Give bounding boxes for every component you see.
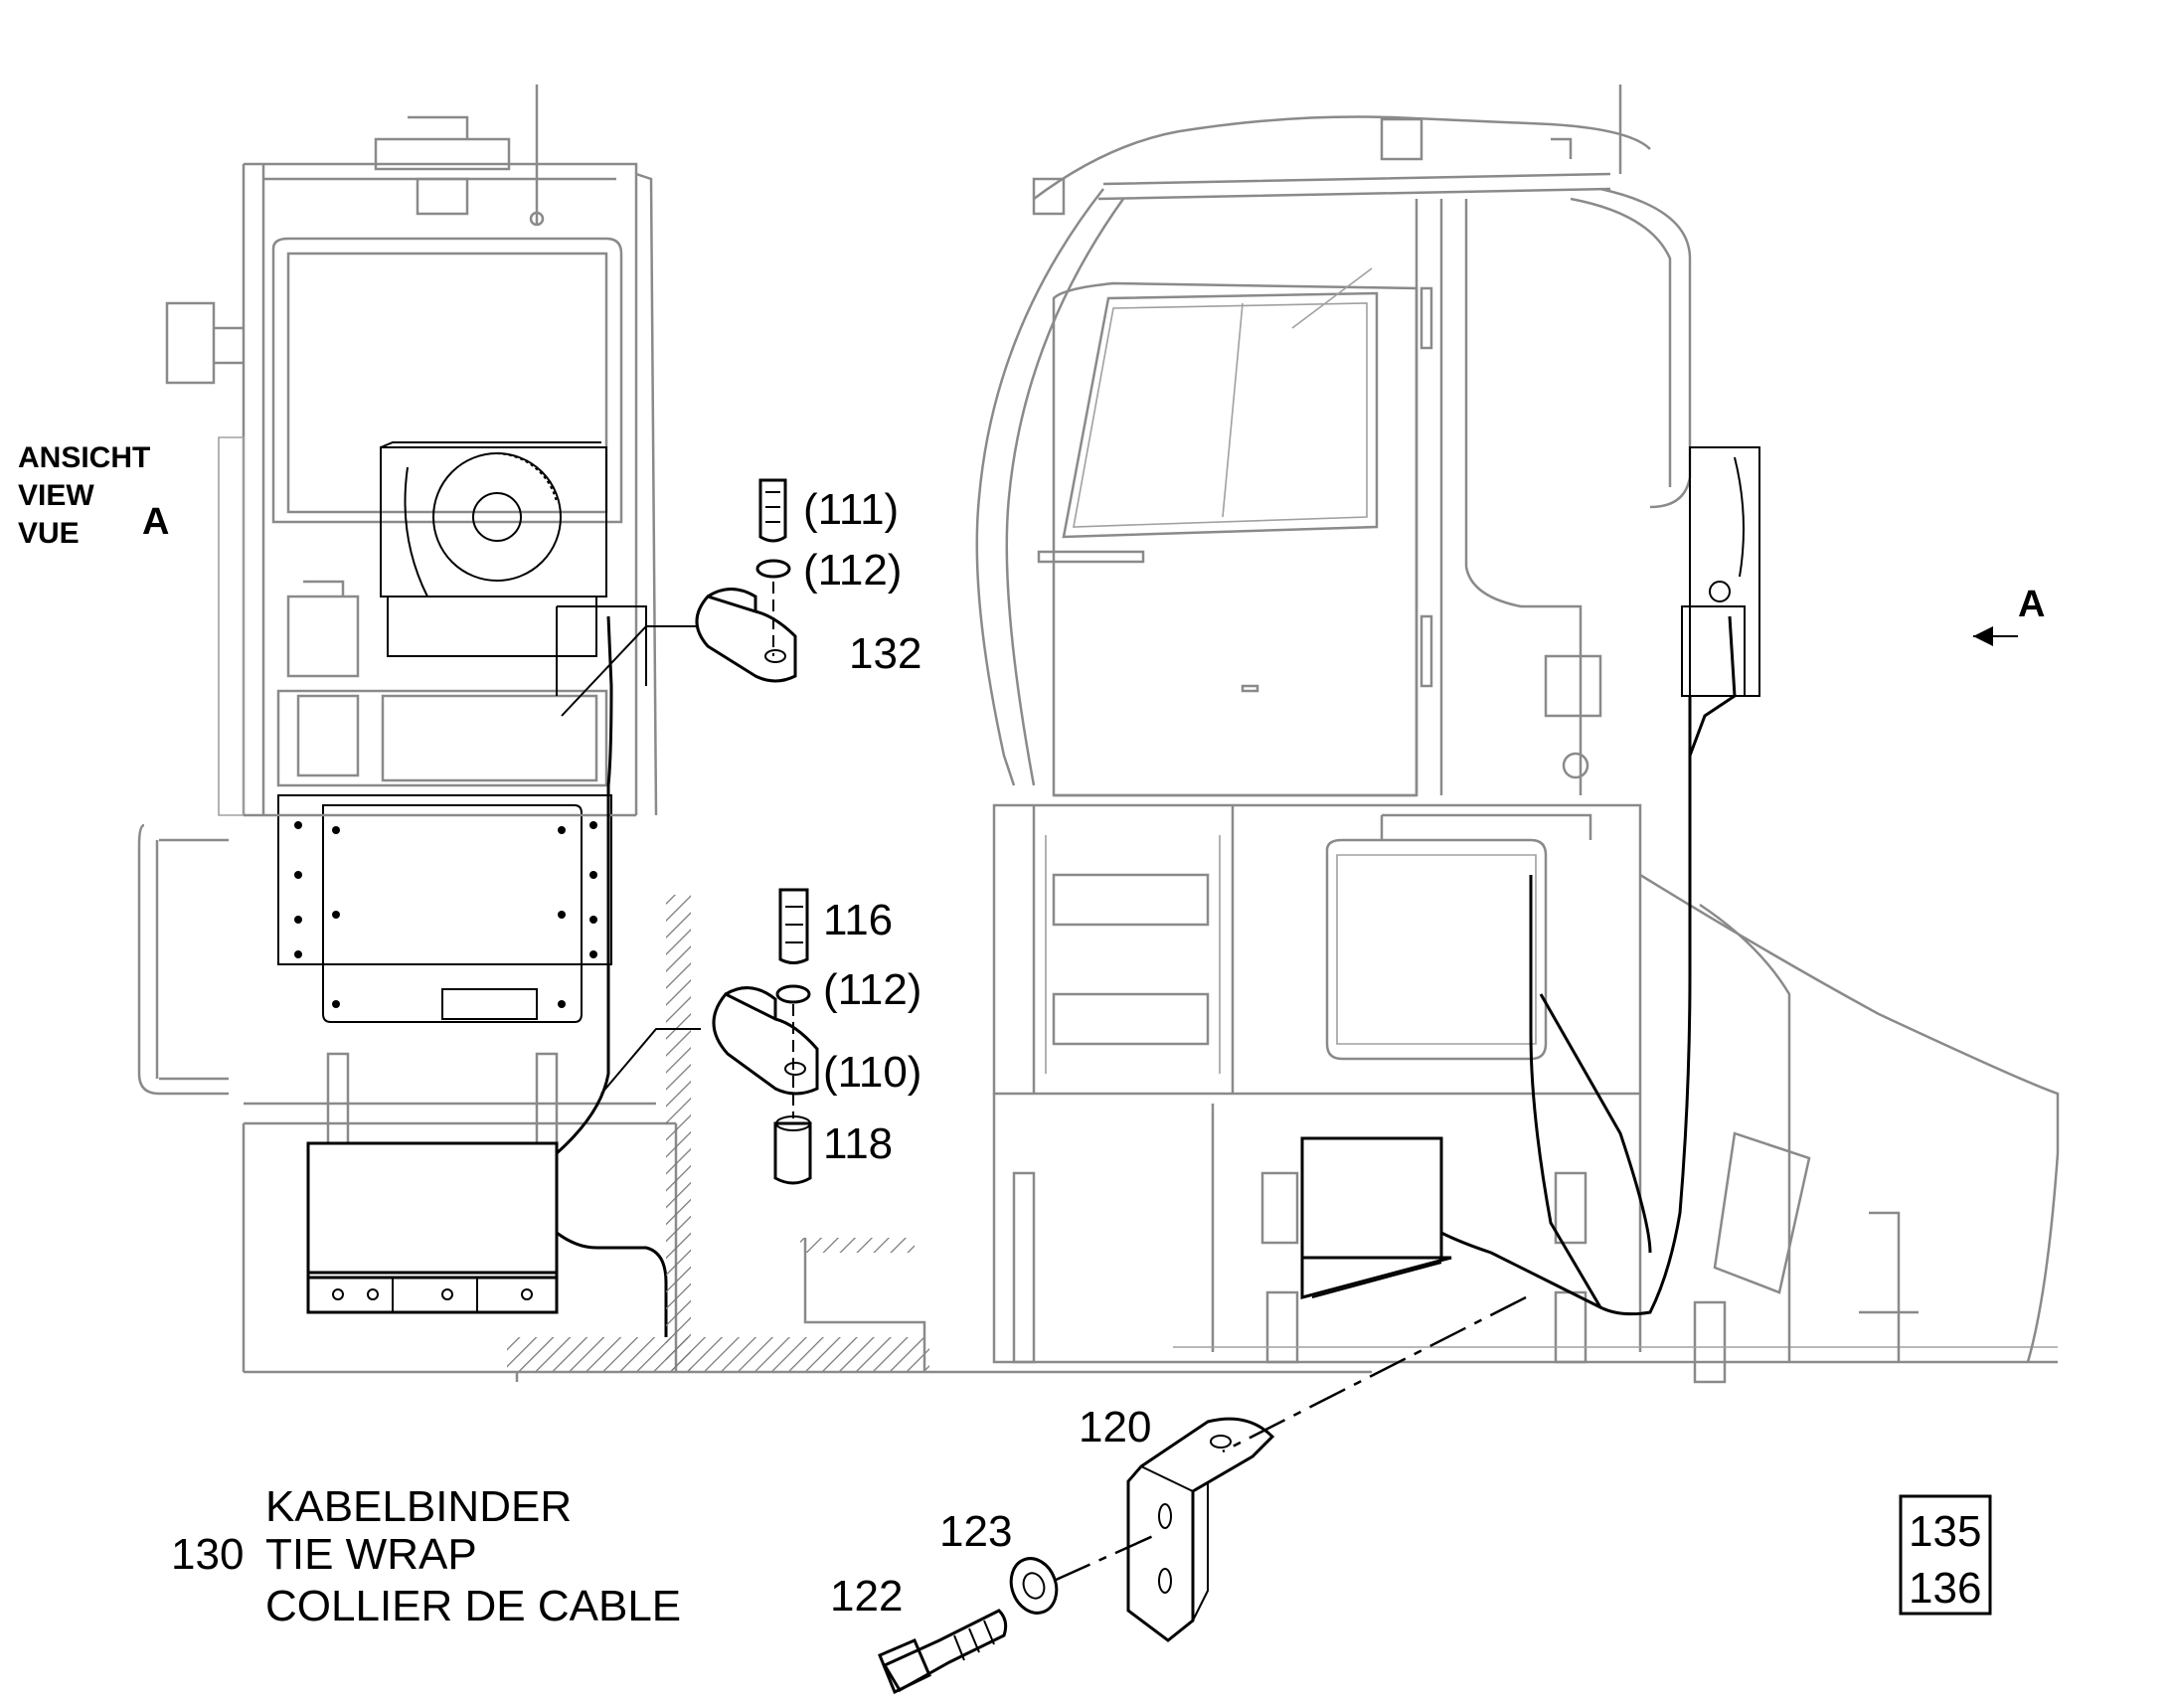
view-label-fr: VUE xyxy=(18,517,80,550)
battery-bolts xyxy=(332,1288,533,1300)
view-label-de: ANSICHT xyxy=(18,441,150,474)
tie-wrap-label-fr: COLLIER DE CABLE xyxy=(265,1582,681,1630)
spacer-118 xyxy=(773,1121,812,1185)
callout-122: 122 xyxy=(830,1572,903,1621)
callout-112-upper: (112) xyxy=(803,546,902,595)
callout-116: 116 xyxy=(823,896,893,944)
cab-side-view-drawing xyxy=(975,85,2060,1384)
tie-wrap-note: 130 KABELBINDER TIE WRAP COLLIER DE CABL… xyxy=(171,1482,681,1630)
bracket-assembly xyxy=(878,1295,1527,1695)
callout-130: 130 xyxy=(171,1530,244,1579)
view-direction-letter: A xyxy=(2018,584,2045,625)
page-reference-box: 135 136 xyxy=(1899,1494,1992,1616)
view-label-en: VIEW xyxy=(18,479,94,512)
callout-111: (111) xyxy=(803,485,899,534)
clamp-132 xyxy=(695,588,797,683)
page-ref-2: 136 xyxy=(1909,1564,1981,1613)
screw-116 xyxy=(778,888,809,964)
callout-118: 118 xyxy=(823,1119,893,1168)
page-ref-1: 135 xyxy=(1909,1507,1981,1556)
cab-rear-view-drawing xyxy=(137,85,1372,1382)
view-label-letter: A xyxy=(142,501,169,543)
view-a-label: ANSICHT VIEW VUE A xyxy=(18,441,169,550)
callout-132: 132 xyxy=(849,629,921,678)
clamp-110 xyxy=(712,986,819,1096)
tie-wrap-label-de: KABELBINDER xyxy=(265,1482,572,1531)
tie-wrap-label-en: TIE WRAP xyxy=(265,1530,477,1579)
lower-clamp-assembly xyxy=(600,888,819,1185)
upper-clamp-assembly xyxy=(561,478,797,717)
washer-112b xyxy=(775,984,811,1004)
callout-110: (110) xyxy=(823,1048,921,1097)
panel-bolts xyxy=(294,821,597,1008)
washer-112a xyxy=(755,559,791,579)
callout-112-lower: (112) xyxy=(823,965,921,1014)
callout-123: 123 xyxy=(939,1507,1012,1556)
callout-120: 120 xyxy=(1079,1403,1151,1452)
screw-111 xyxy=(758,478,787,543)
